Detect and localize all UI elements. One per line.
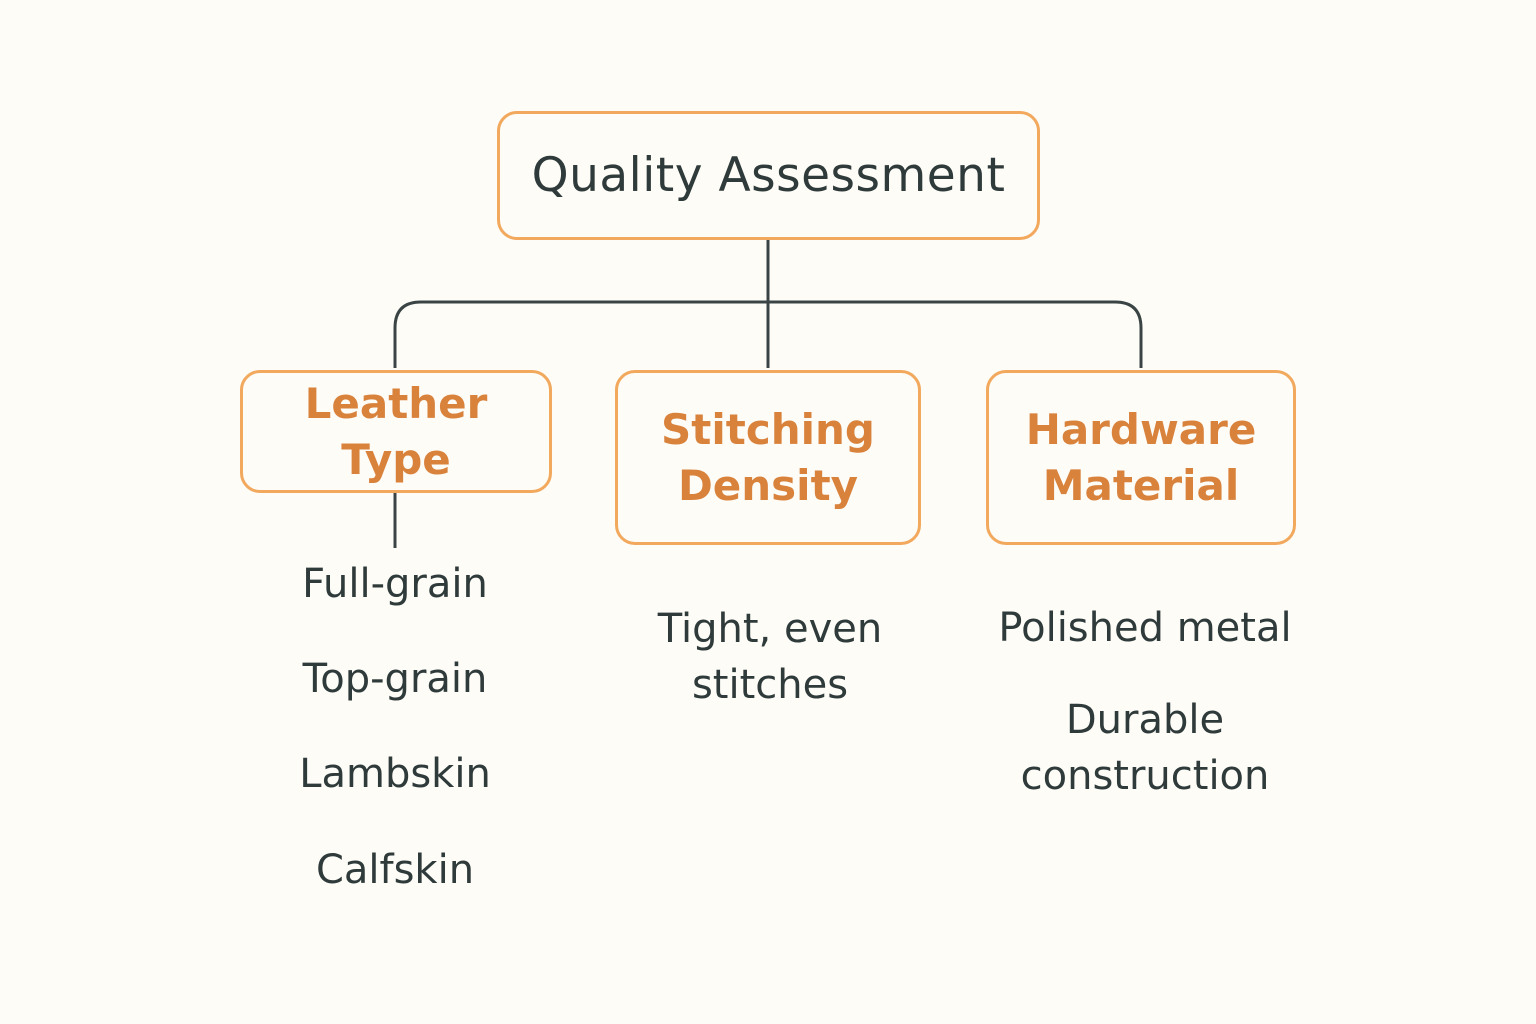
category-leather-type: Leather Type bbox=[240, 370, 552, 493]
leather-item-top-grain: Top-grain bbox=[302, 656, 488, 702]
root-node: Quality Assessment bbox=[497, 111, 1040, 240]
branch-connector bbox=[393, 300, 1143, 368]
category-leather-type-label: Leather Type bbox=[304, 378, 488, 484]
leather-item-full-grain: Full-grain bbox=[302, 561, 488, 607]
hardware-item-polished-metal: Polished metal bbox=[998, 605, 1292, 651]
leather-item-lambskin: Lambskin bbox=[299, 751, 491, 797]
leather-item-calfskin: Calfskin bbox=[315, 847, 475, 893]
root-node-label: Quality Assessment bbox=[531, 148, 1006, 203]
